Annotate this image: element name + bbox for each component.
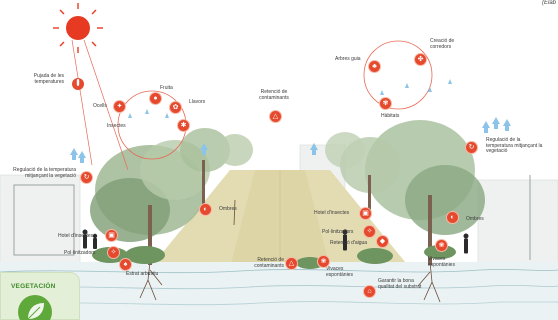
label-pollutant-retention-bottom: Retenció de contaminants	[254, 257, 284, 269]
label-guide-trees: Arbres guia	[335, 56, 361, 62]
left-window-frame	[13, 184, 75, 256]
bird-icon: ✦	[114, 101, 125, 112]
label-pollinators-right: Pol·linitzadors	[322, 229, 354, 235]
label-substrate-quality: Garantir la bona qualitat del substrat	[378, 278, 422, 290]
label-water-retention: Retenció d'aigua	[330, 240, 368, 246]
perennials-center-icon: ❀	[318, 256, 329, 267]
label-birds: Ocells	[93, 103, 107, 109]
insect-icon: ✱	[178, 120, 189, 131]
seed-icon: ✿	[170, 102, 181, 113]
pollinator-left-icon: ✧	[108, 247, 119, 258]
label-spontaneous-perennials-center: Vivaces espontànies	[326, 266, 353, 278]
label-insect-hotel-left: Hotel d'insectes	[58, 233, 94, 239]
category-title: VEGETACIÓN	[11, 283, 56, 290]
shade-left-icon: ◐	[200, 204, 211, 215]
fruit-icon: ●	[150, 93, 161, 104]
label-shade-right: Ombres	[466, 216, 484, 222]
insect-hotel-left-icon: ▣	[106, 230, 117, 241]
thermometer-icon	[72, 78, 84, 90]
tree-roots	[139, 199, 441, 303]
label-pollutant-retention-top: Retenció de contaminants	[259, 89, 289, 101]
perennials-right-icon: ❀	[436, 240, 447, 251]
water-retention-icon: ◆	[377, 236, 388, 247]
pollinator-right-icon: ✧	[364, 226, 375, 237]
temperature-regulation-left-icon: ↻	[81, 172, 92, 183]
pollutant-retention-icon: △	[270, 111, 281, 122]
credit-text: (Elab	[541, 0, 556, 6]
soil-line-3	[0, 301, 558, 306]
corridor-icon: ✤	[415, 54, 426, 65]
label-corridors: Creació de corredors	[430, 38, 455, 50]
trees-left	[90, 128, 253, 265]
shade-right-icon: ◐	[447, 212, 458, 223]
substrate-icon: ⌂	[364, 286, 375, 297]
label-insect-hotel-right: Hotel d'insectes	[314, 210, 350, 216]
temperature-regulation-right-icon: ↻	[466, 142, 477, 153]
soil-line-2	[0, 285, 558, 290]
label-spontaneous-perennials-right: Vivaces espontànies	[428, 256, 455, 268]
insect-hotel-right-icon: ▣	[360, 208, 371, 219]
cycle-ring-right	[363, 40, 433, 110]
people	[82, 229, 469, 254]
habitat-icon: ✾	[380, 98, 391, 109]
label-temperature-regulation-left: Regulació de la temperatura mitjançant l…	[13, 167, 76, 179]
label-shrub-layer: Estrat arbustiu	[126, 271, 159, 277]
sun-rays	[71, 39, 129, 171]
label-shade-left: Ombres	[219, 206, 237, 212]
label-fruit: Fruita	[160, 85, 173, 91]
label-temperature-regulation-right: Regulació de la temperatura mitjançant l…	[486, 137, 543, 155]
label-rising-temperatures: Pujada de les temperatures	[33, 73, 64, 85]
label-insects: Insectes	[107, 123, 126, 129]
guide-tree-icon: ♣	[369, 61, 380, 72]
trees-right	[325, 120, 485, 265]
label-habitats: Hàbitats	[381, 113, 400, 119]
shrub-layer-icon: ♠	[120, 259, 131, 270]
pollutant-retention-bottom-icon: △	[286, 258, 297, 269]
soil-line-1	[0, 269, 558, 274]
label-pollinators-left: Pol·linitzadors	[64, 250, 96, 256]
leaf-icon	[18, 295, 52, 320]
label-seeds: Llavors	[189, 99, 206, 105]
air-arrows	[70, 79, 511, 163]
sun-icon	[53, 3, 103, 53]
